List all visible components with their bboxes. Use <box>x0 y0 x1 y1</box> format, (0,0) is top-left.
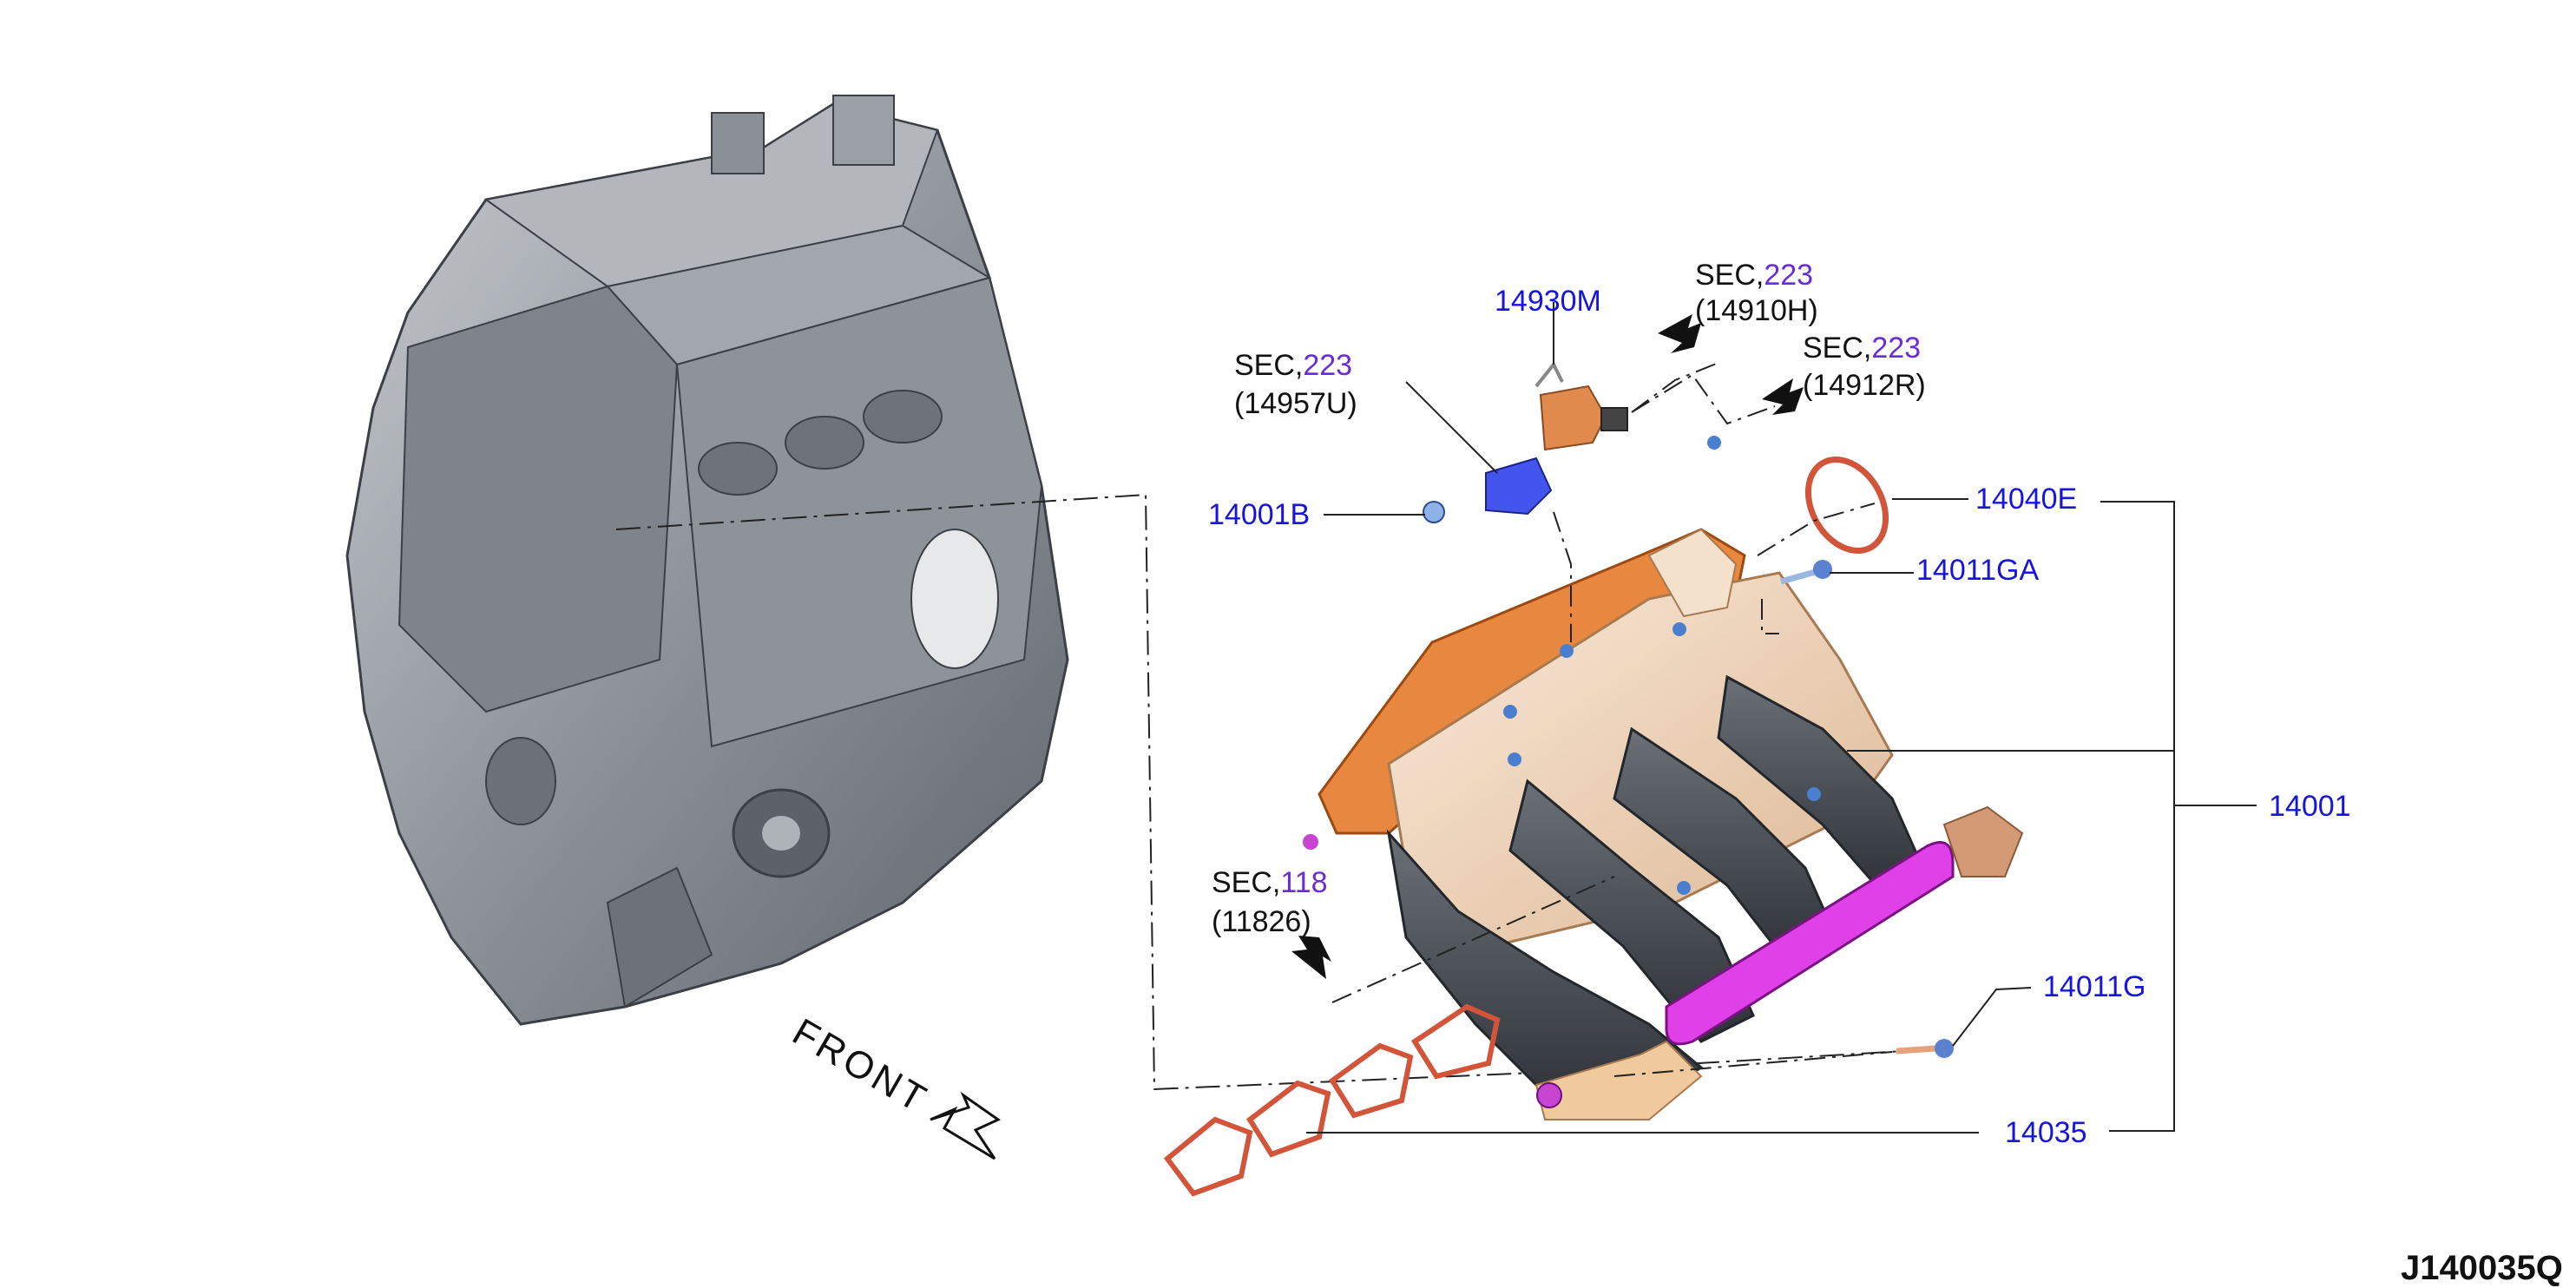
part-14035-label[interactable]: 14035 <box>2005 1116 2087 1149</box>
sec-number-link[interactable]: 223 <box>1764 259 1813 292</box>
intake-gasket-illustration <box>1163 1003 1501 1197</box>
part-14930M-label[interactable]: 14930M <box>1495 285 1601 318</box>
catalog-code: J140035Q <box>2401 1249 2563 1287</box>
svg-text:SEC,223: SEC,223 <box>1803 332 1921 365</box>
sec-prefix: SEC, <box>1695 259 1764 292</box>
bolt-14011ga-illustration <box>1780 560 1832 585</box>
sec-number-link[interactable]: 118 <box>1280 866 1327 899</box>
part-14011GA-label[interactable]: 14011GA <box>1916 554 2039 587</box>
sec-223-14957u-ref: SEC,223 (14957U) <box>1234 349 1357 420</box>
part-14001-label[interactable]: 14001 <box>2269 790 2351 823</box>
part-14040E-label[interactable]: 14040E <box>1975 483 2077 516</box>
sec-prefix: SEC, <box>1234 349 1303 382</box>
arrow-to-14912r-icon <box>1762 378 1804 415</box>
sec-prefix: SEC, <box>1212 866 1280 899</box>
bolt-14011g-illustration <box>1896 1039 1954 1058</box>
sec-code: (14912R) <box>1803 369 1926 402</box>
throttle-seal-illustration <box>1804 457 1889 554</box>
bolt-14001b-illustration <box>1423 501 1445 523</box>
sec-prefix: SEC, <box>1803 332 1871 365</box>
part-14011G-label[interactable]: 14011G <box>2043 970 2146 1003</box>
vacuum-solenoid-illustration <box>1534 361 1628 451</box>
map-sensor-illustration <box>1485 457 1553 516</box>
svg-text:SEC,118: SEC,118 <box>1212 866 1328 899</box>
front-arrow-icon <box>930 1091 1001 1160</box>
intake-manifold-illustration <box>1303 436 2024 1120</box>
sec-118-11826-ref: SEC,118 (11826) <box>1212 866 1328 938</box>
leader-lines <box>1306 302 2257 1134</box>
front-direction-indicator: FRONT <box>785 1010 1001 1160</box>
front-label: FRONT <box>785 1010 936 1121</box>
sec-code: (14910H) <box>1695 294 1818 327</box>
svg-text:SEC,223: SEC,223 <box>1695 259 1813 292</box>
sec-number-link[interactable]: 223 <box>1303 349 1352 382</box>
engine-block-illustration <box>345 95 1069 1026</box>
part-callouts: 14930M 14001B 14040E 14011GA 14001 14011… <box>1208 259 2351 1149</box>
arrow-to-14910h-icon <box>1658 314 1701 353</box>
arrow-to-11826-icon <box>1291 936 1331 979</box>
sec-223-14912r-ref: SEC,223 (14912R) <box>1803 332 1926 402</box>
sec-223-14910h-ref: SEC,223 (14910H) <box>1695 259 1818 327</box>
centerlines <box>1331 362 1893 1077</box>
sec-number-link[interactable]: 223 <box>1871 332 1921 365</box>
sec-code: (11826) <box>1212 905 1311 938</box>
sec-code: (14957U) <box>1234 387 1357 420</box>
svg-text:SEC,223: SEC,223 <box>1234 349 1352 382</box>
part-14001B-label[interactable]: 14001B <box>1208 498 1310 531</box>
direction-arrows <box>1291 314 1804 979</box>
